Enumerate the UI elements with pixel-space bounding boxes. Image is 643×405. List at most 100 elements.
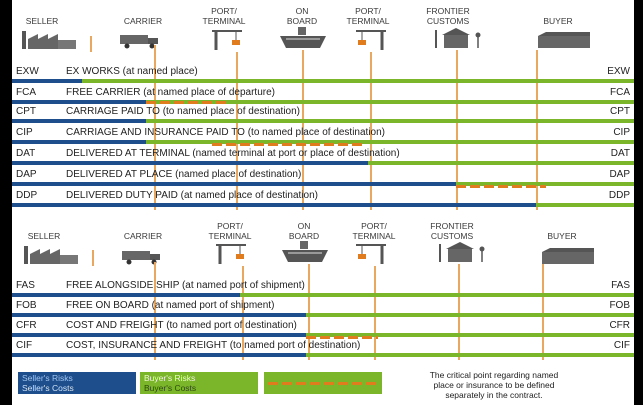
header-port3-line1: PORT/ <box>217 221 243 231</box>
buyer-bar <box>240 293 634 297</box>
term-code: DAT <box>16 148 36 159</box>
term-description: CARRIAGE AND INSURANCE PAID TO (to named… <box>66 127 386 138</box>
connector-frontier <box>456 50 458 210</box>
critical-point-marker <box>146 101 226 104</box>
seller-bar <box>12 182 456 186</box>
header-carrier-2: CARRIER <box>118 231 168 242</box>
term-code-right: EXW <box>607 66 630 77</box>
incoterm-row: FOB FREE ON BOARD (at named port of ship… <box>12 298 634 320</box>
incoterm-row: FAS FREE ALONGSIDE SHIP (at named port o… <box>12 278 634 300</box>
warehouse-icon <box>538 32 590 48</box>
connector-port-1 <box>236 52 238 210</box>
factory-icon-2 <box>24 246 78 264</box>
note-line-2: place or insurance to be defined <box>433 380 555 390</box>
seller-bar <box>12 313 306 317</box>
connector-buyer <box>536 50 538 210</box>
seller-bar <box>12 161 368 165</box>
term-code: CPT <box>16 106 36 117</box>
seller-bar <box>12 79 82 83</box>
term-description: DELIVERED AT TERMINAL (named terminal at… <box>66 148 400 159</box>
seller-bar <box>12 353 306 357</box>
seller-bar <box>12 100 146 104</box>
term-code: CFR <box>16 320 37 331</box>
header-port4-line1: PORT/ <box>361 221 387 231</box>
term-description: FREE CARRIER (at named place of departur… <box>66 87 275 98</box>
incoterm-row: CPT CARRIAGE PAID TO (to named place of … <box>12 101 634 126</box>
term-description: CARRIAGE PAID TO (to named place of dest… <box>66 106 300 117</box>
header-frontier2-line2: CUSTOMS <box>430 230 474 241</box>
buyer-bar <box>82 79 634 83</box>
incoterm-row: CIP CARRIAGE AND INSURANCE PAID TO (to n… <box>12 125 634 147</box>
legend-seller-costs: Seller's Costs <box>22 383 74 393</box>
header-port-terminal-4: PORT/TERMINAL <box>346 221 402 241</box>
term-code: DDP <box>16 190 38 201</box>
term-code-right: FOB <box>609 300 630 311</box>
legend-buyer: Buyer's Risks Buyer's Costs <box>140 372 258 394</box>
header-port1-line2: TERMINAL <box>202 15 246 26</box>
term-description: DELIVERED DUTY PAID (at named place of d… <box>66 190 318 201</box>
header-buyer-label: BUYER <box>543 16 573 26</box>
header-buyer-2: BUYER <box>540 231 584 242</box>
crane-icon-3 <box>216 244 246 264</box>
seller-bar <box>12 203 536 207</box>
buyer-bar <box>368 161 634 165</box>
term-code: DAP <box>16 169 37 180</box>
term-code: EXW <box>16 66 39 77</box>
buyer-bar <box>306 313 634 317</box>
customs-house-icon <box>435 28 481 48</box>
legend-note: The critical point regarding named place… <box>394 370 594 400</box>
incoterm-row: CIF COST, INSURANCE AND FREIGHT (to name… <box>12 336 634 360</box>
term-code-right: FAS <box>611 280 630 291</box>
connector-buyer-2 <box>542 264 544 360</box>
connector-on-board <box>302 50 304 210</box>
header-buyer: BUYER <box>536 16 580 27</box>
header-port-terminal-1: PORT/TERMINAL <box>196 6 252 26</box>
term-description: EX WORKS (at named place) <box>66 66 198 77</box>
term-description: COST AND FREIGHT (to named port of desti… <box>66 320 297 331</box>
ship-icon <box>280 27 326 48</box>
incoterm-row: DDP DELIVERED DUTY PAID (at named place … <box>12 185 634 210</box>
term-code-right: CPT <box>610 106 630 117</box>
header-carrier-label: CARRIER <box>123 16 163 26</box>
incoterm-row: CFR COST AND FREIGHT (to named port of d… <box>12 318 634 340</box>
header-seller-label-2: SELLER <box>27 231 61 241</box>
customs-house-icon-2 <box>439 242 485 262</box>
buyer-bar <box>146 119 634 123</box>
header-port-terminal-3: PORT/TERMINAL <box>202 221 258 241</box>
header-onboard2-line2: BOARD <box>288 230 320 241</box>
term-description: DELIVERED AT PLACE (named place of desti… <box>66 169 302 180</box>
connector-carrier <box>154 45 156 210</box>
header-seller-label: SELLER <box>25 16 59 26</box>
term-code-right: DAP <box>609 169 630 180</box>
incoterm-row: DAT DELIVERED AT TERMINAL (named termina… <box>12 143 634 168</box>
note-line-3: separately in the contract. <box>445 390 543 400</box>
header-port2-line2: TERMINAL <box>346 15 390 26</box>
term-code-right: CIP <box>613 127 630 138</box>
header-seller: SELLER <box>20 16 64 27</box>
legend-buyer-risks: Buyer's Risks <box>144 373 196 383</box>
buyer-bar <box>306 353 634 357</box>
crane-icon-2 <box>356 30 386 50</box>
seller-bar <box>12 119 146 123</box>
header-onboard-line2: BOARD <box>286 15 318 26</box>
header-port1-line1: PORT/ <box>211 6 237 16</box>
header-carrier: CARRIER <box>118 16 168 27</box>
legend-seller: Seller's Risks Seller's Costs <box>18 372 136 394</box>
connector-on-board-2 <box>308 264 310 360</box>
header-port3-line2: TERMINAL <box>208 230 252 241</box>
legend-critical-dash <box>268 382 378 385</box>
header-port2-line1: PORT/ <box>355 6 381 16</box>
buyer-bar <box>306 333 634 337</box>
warehouse-icon-2 <box>542 248 594 264</box>
critical-point-marker <box>306 336 378 339</box>
note-line-1: The critical point regarding named <box>429 370 559 380</box>
critical-point-marker <box>212 143 362 146</box>
header-buyer-label-2: BUYER <box>547 231 577 241</box>
term-code: CIP <box>16 127 33 138</box>
incoterm-row: FCA FREE CARRIER (at named place of depa… <box>12 85 634 107</box>
legend-critical-point <box>264 372 382 394</box>
connector-port-2 <box>370 52 372 210</box>
buyer-bar <box>536 203 634 207</box>
